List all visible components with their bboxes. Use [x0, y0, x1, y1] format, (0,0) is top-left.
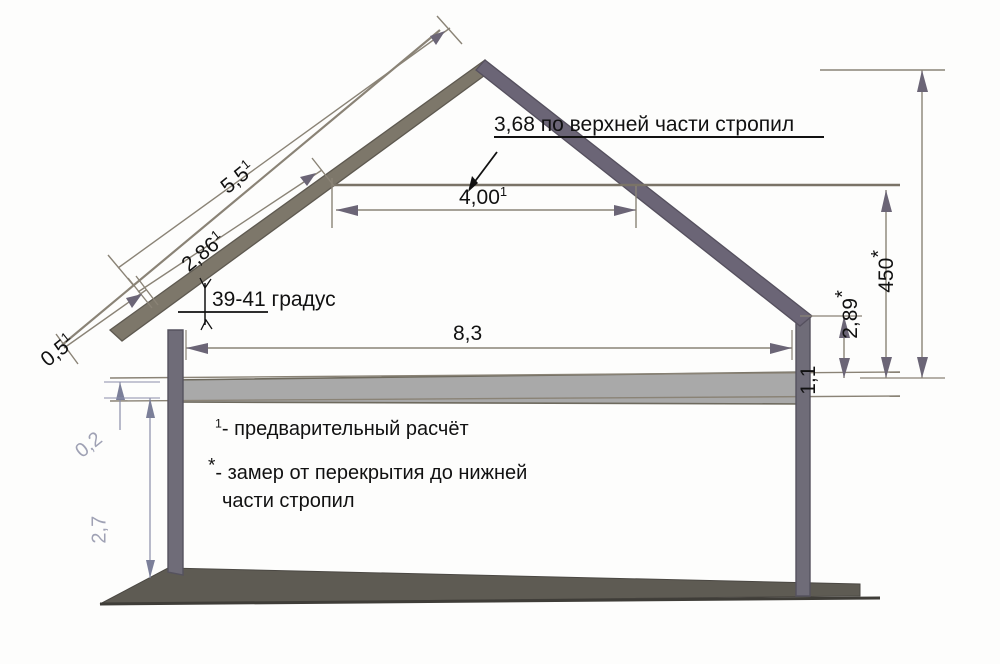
- legend-line-2: *- замер от перекрытия до нижней: [208, 455, 528, 484]
- angle-note-label: 39-41 градус: [212, 288, 336, 311]
- legend-line-3: части стропил: [222, 490, 355, 512]
- left-wall: [167, 329, 184, 576]
- dim-collar-span: [336, 151, 636, 216]
- left-rafter-upper-line: [61, 29, 441, 346]
- dim-eave-height: [800, 315, 862, 378]
- ridge-note-label: 3,68 по верхней части стропил: [494, 113, 795, 136]
- collar-tie: [331, 178, 900, 228]
- dim-total-height: [820, 69, 945, 379]
- ground-slab: [99, 567, 881, 606]
- dim-label-eave-height: 1,1: [797, 365, 821, 395]
- right-wall: [795, 315, 811, 597]
- dim-label-total-height: 450*: [868, 249, 899, 293]
- floor-slab: [109, 371, 901, 405]
- right-rafter: [475, 59, 814, 327]
- dim-rafter-lower: [127, 157, 335, 309]
- dim-overhang: [55, 275, 159, 365]
- dim-label-collar-span: 4,001: [459, 184, 508, 209]
- legend-line-1: 1- предварительный расчёт: [215, 416, 469, 440]
- faint-label-wall-height: 2,7: [88, 515, 111, 544]
- faint-dim-wall-offset: [104, 381, 160, 430]
- faint-dim-wall-height: [146, 398, 155, 578]
- dim-label-ridge-height: 2,89*: [832, 290, 863, 339]
- dim-label-total-span: 8,3: [453, 322, 483, 345]
- angle-indicator: [178, 277, 268, 331]
- dim-total-span: [185, 330, 793, 360]
- dim-ridge-height: [881, 190, 892, 378]
